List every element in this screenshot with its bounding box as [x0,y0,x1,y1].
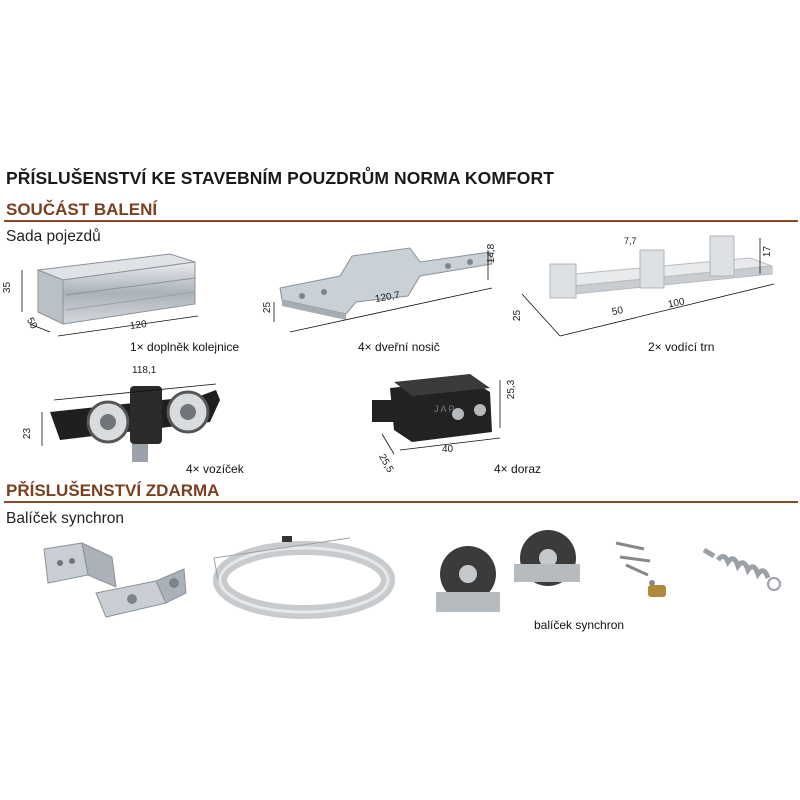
screws-image [615,541,666,597]
guide-pin-image [521,235,775,337]
dim-width: 25 [512,309,524,322]
trolley-image [41,383,220,462]
caption-trolley: 4× vozíček [186,462,244,476]
dim-length: 40 [442,444,454,455]
dim-height: 17 [762,245,774,258]
dim-width: 25 [262,301,274,314]
rail-extension-image [21,253,199,337]
section-divider [4,220,798,222]
wire-coil-image [213,536,395,619]
caption-door-carrier: 4× dveřní nosič [358,340,440,354]
dim-mid: 50 [610,304,625,319]
stopper-image [372,374,501,455]
dim-length: 118,1 [132,365,157,376]
caption-rail-extension: 1× doplněk kolejnice [130,340,240,354]
dim-height: 35 [2,281,14,294]
spring-image [702,547,781,591]
pulleys-image [436,530,580,612]
section-heading-included: SOUČÁST BALENÍ [6,200,158,219]
section-heading-free-accessories: PŘÍSLUŠENSTVÍ ZDARMA [6,481,220,500]
dim-height: 14,8 [486,243,498,264]
dim-height: 23 [22,427,34,440]
door-carrier-image [273,247,493,333]
dim-length: 120 [129,318,148,333]
brand-mark-label: JAP [434,404,457,414]
page-title: PŘÍSLUŠENSTVÍ KE STAVEBNÍM POUZDRŮM NORM… [6,168,555,188]
subsection-heading-sliding-set: Sada pojezdů [6,228,101,245]
dim-height: 25,3 [506,379,518,400]
section-divider [4,501,798,503]
subsection-heading-synchron-pack: Balíček synchron [6,510,125,527]
caption-guide-pin: 2× vodící trn [648,340,715,354]
brackets-image [43,542,187,618]
dim-small: 7,7 [624,236,637,246]
caption-synchron-pack: balíček synchron [534,618,625,632]
caption-stopper: 4× doraz [494,462,542,476]
